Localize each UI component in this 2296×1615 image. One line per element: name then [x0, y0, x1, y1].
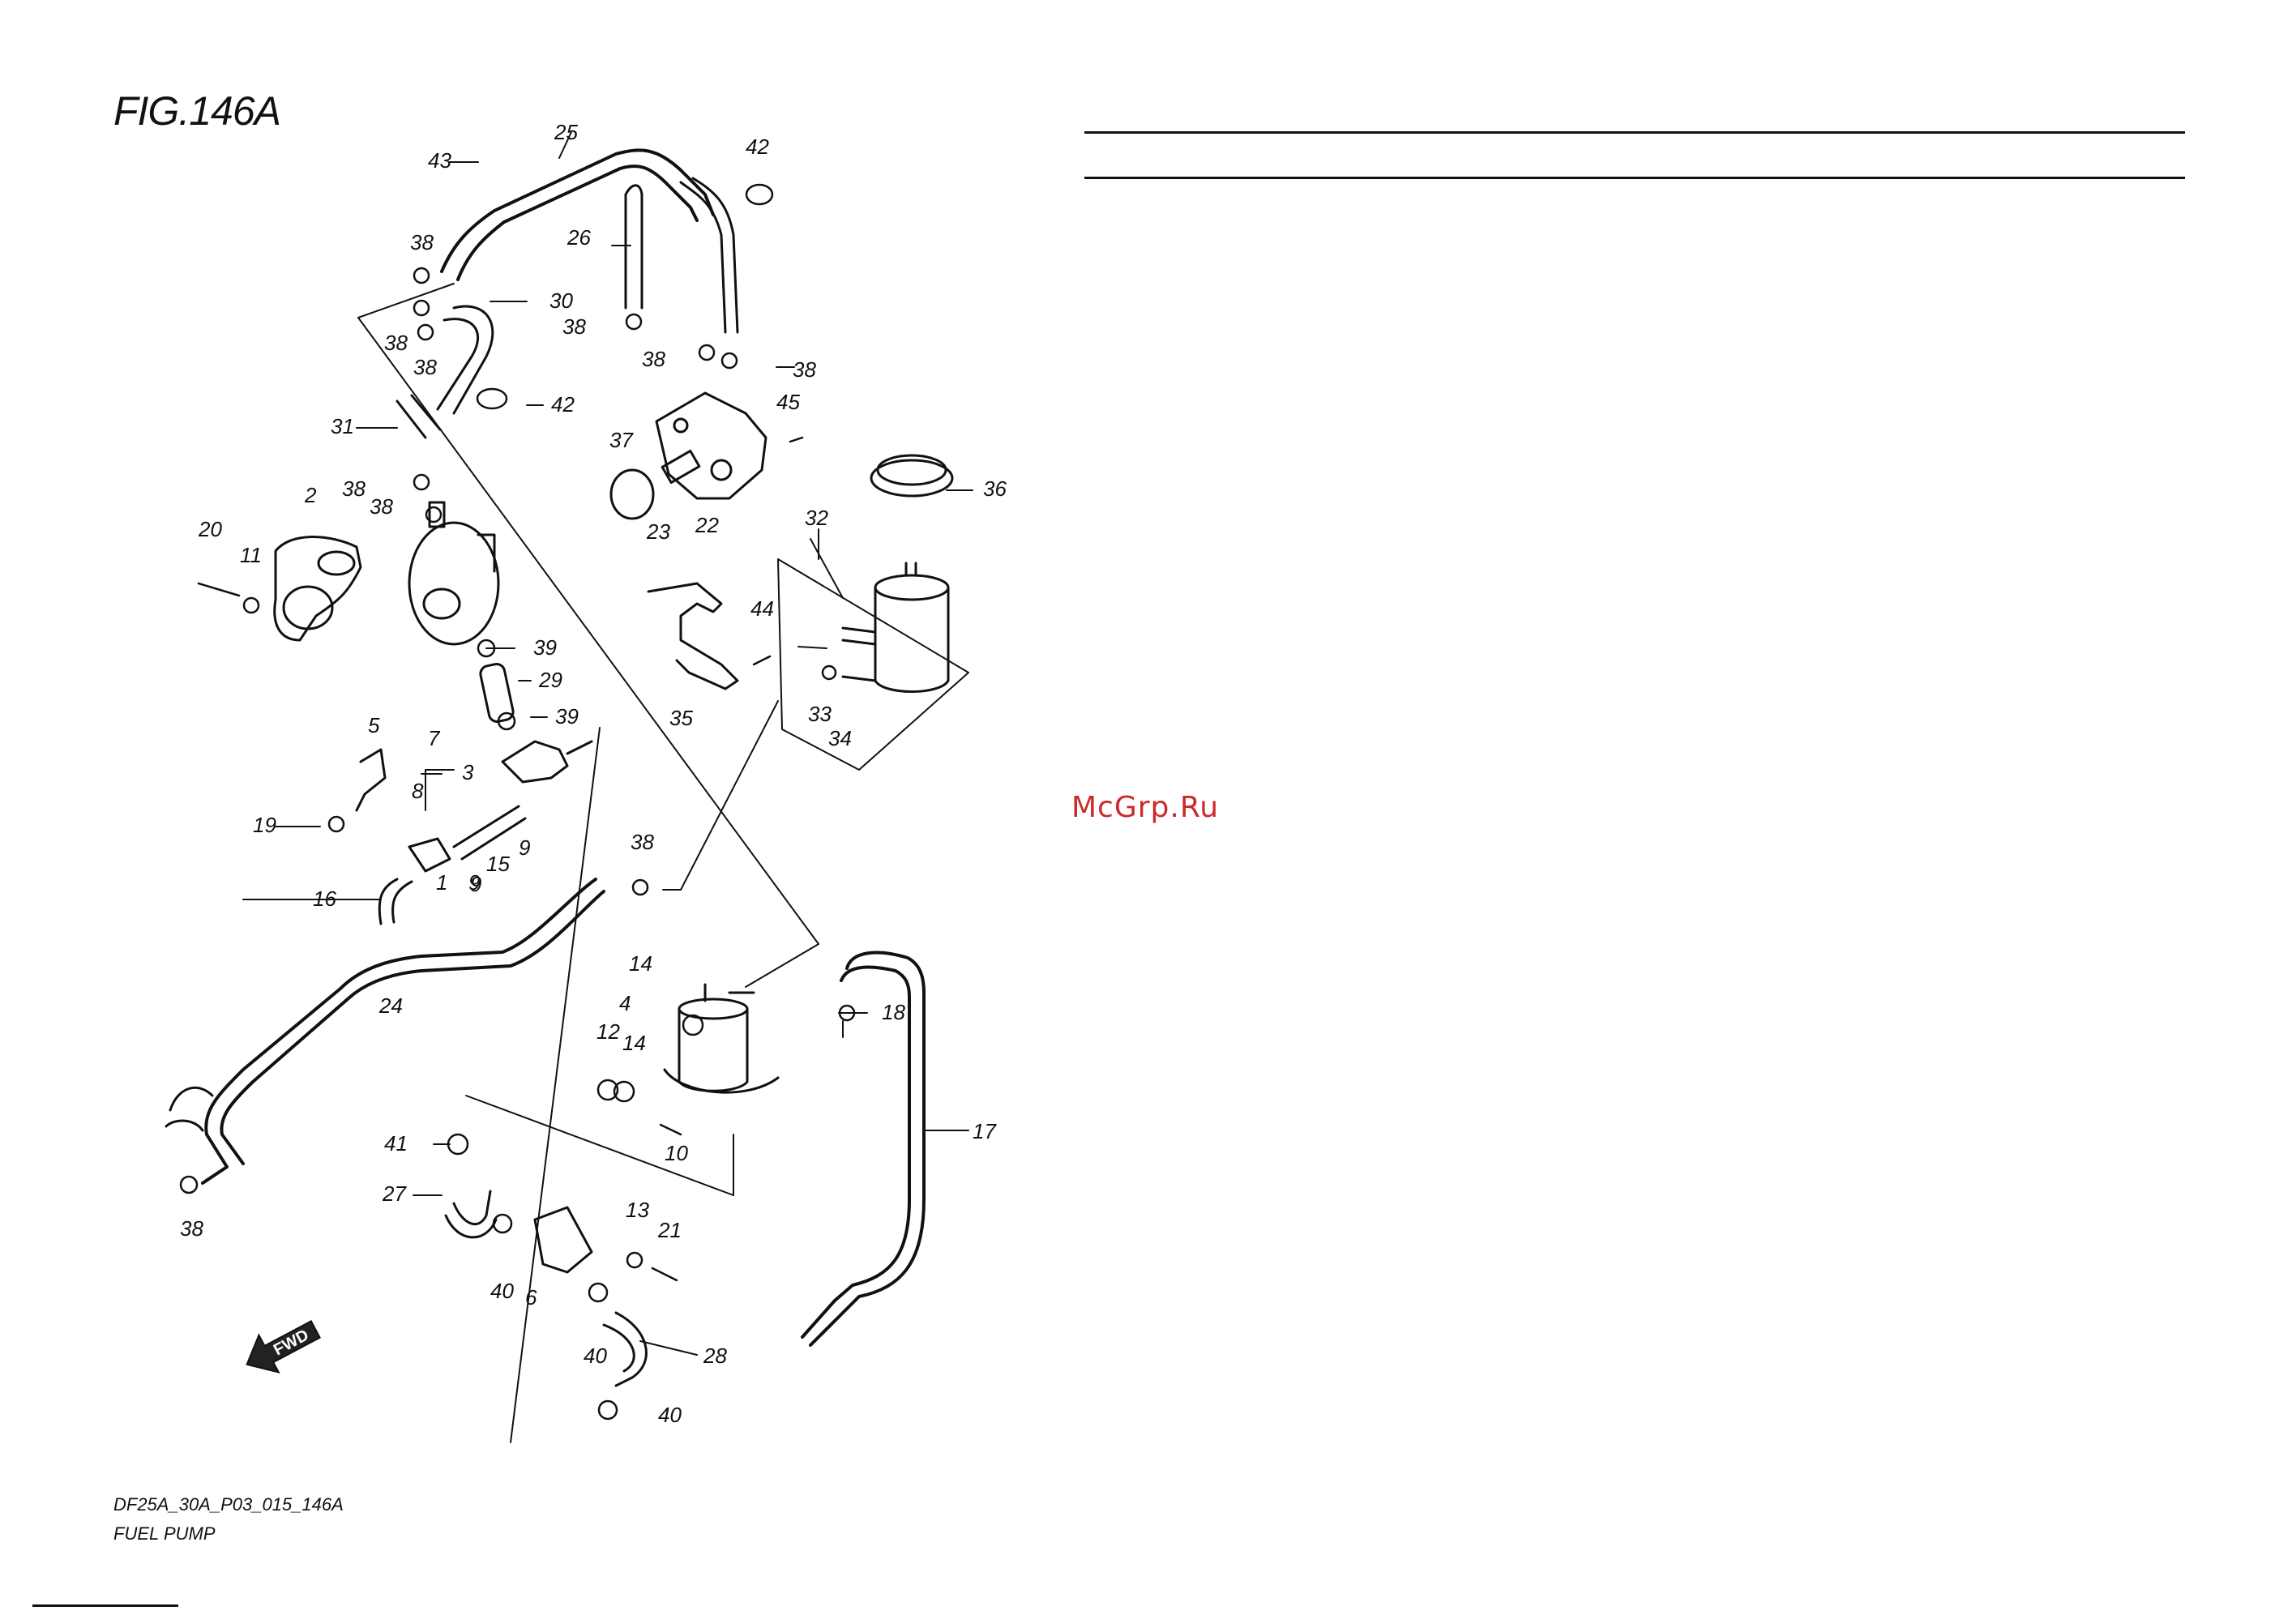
callout: 19	[253, 813, 276, 837]
hose-30	[438, 306, 493, 413]
callout: 38	[342, 476, 366, 501]
hose-25	[442, 150, 713, 271]
callout: 43	[428, 148, 451, 173]
callout: 40	[658, 1403, 682, 1427]
callout: 14	[622, 1031, 646, 1055]
callout: 12	[596, 1019, 620, 1044]
callout: 38	[562, 314, 586, 339]
callout: 34	[828, 726, 852, 750]
part-1-housing	[409, 502, 498, 644]
callout: 45	[776, 390, 800, 414]
hose-31	[397, 395, 440, 438]
callout: 18	[882, 1000, 905, 1024]
part-32-filter	[843, 563, 948, 692]
callout: 5	[368, 713, 380, 737]
callout: 38	[793, 357, 816, 382]
callout: 38	[370, 494, 393, 519]
hose-17	[802, 953, 924, 1345]
callout: 1	[436, 870, 447, 895]
hose-27	[446, 1191, 496, 1237]
part-4-pump	[665, 985, 778, 1092]
callout: 29	[538, 668, 562, 692]
callout: 28	[703, 1344, 727, 1368]
callout: 30	[549, 288, 573, 313]
callout: 38	[384, 331, 408, 355]
callout: 13	[626, 1198, 649, 1222]
callout: 8	[412, 779, 424, 803]
callout: 42	[551, 392, 575, 417]
clamps	[181, 185, 854, 1419]
callout: 38	[631, 830, 654, 854]
part-35-bracket	[648, 583, 738, 689]
callout: 24	[378, 993, 403, 1018]
callout: 27	[382, 1181, 407, 1206]
callout: 38	[410, 230, 434, 254]
part-6-fitting	[535, 1207, 592, 1272]
hose-16	[379, 879, 412, 924]
part-23-oring	[611, 470, 653, 519]
hose-26	[626, 178, 738, 332]
callout: 40	[490, 1279, 514, 1303]
callout: 16	[313, 887, 336, 911]
hose-28	[604, 1313, 646, 1386]
part-7-fitting	[409, 839, 450, 871]
callout: 31	[331, 414, 354, 438]
callout: 44	[750, 596, 774, 621]
callout: 9	[519, 835, 530, 860]
assembly-outline	[358, 284, 968, 1442]
callout: 10	[665, 1141, 688, 1165]
callout: 2	[304, 483, 317, 507]
part-5-bracket	[357, 750, 385, 810]
fwd-arrow-icon: FWD	[237, 1310, 325, 1384]
callout: 3	[462, 760, 474, 784]
callout: 32	[805, 506, 828, 530]
callout: 20	[198, 517, 222, 541]
callout: 33	[808, 702, 832, 726]
callout: 17	[973, 1119, 997, 1143]
callout: 41	[384, 1131, 408, 1156]
callout: 26	[567, 225, 591, 250]
callout: 38	[642, 347, 665, 371]
leader-lines	[243, 132, 973, 1355]
callout: 37	[609, 428, 634, 452]
callout: 15	[486, 852, 510, 876]
callout: 42	[746, 135, 769, 159]
part-2-housing	[275, 537, 361, 641]
part-36-ring	[871, 455, 952, 496]
callout: 21	[657, 1218, 682, 1242]
callout: 36	[983, 476, 1007, 501]
callout: 7	[428, 726, 441, 750]
callout: 4	[619, 991, 631, 1015]
callout: 22	[695, 513, 719, 537]
callout: 35	[669, 706, 693, 730]
callout: 23	[646, 519, 670, 544]
callout: 38	[180, 1216, 203, 1241]
callout: 11	[240, 543, 262, 567]
callout: 39	[533, 635, 557, 660]
part-3-valve	[502, 741, 592, 782]
callout: 25	[554, 120, 578, 144]
callout: 14	[629, 951, 652, 976]
callout: 39	[555, 704, 579, 728]
part-22-pump	[656, 393, 766, 498]
callout: 9	[470, 872, 481, 896]
callout: 38	[413, 355, 437, 379]
callout: 40	[584, 1344, 607, 1368]
callout: 6	[525, 1285, 537, 1310]
